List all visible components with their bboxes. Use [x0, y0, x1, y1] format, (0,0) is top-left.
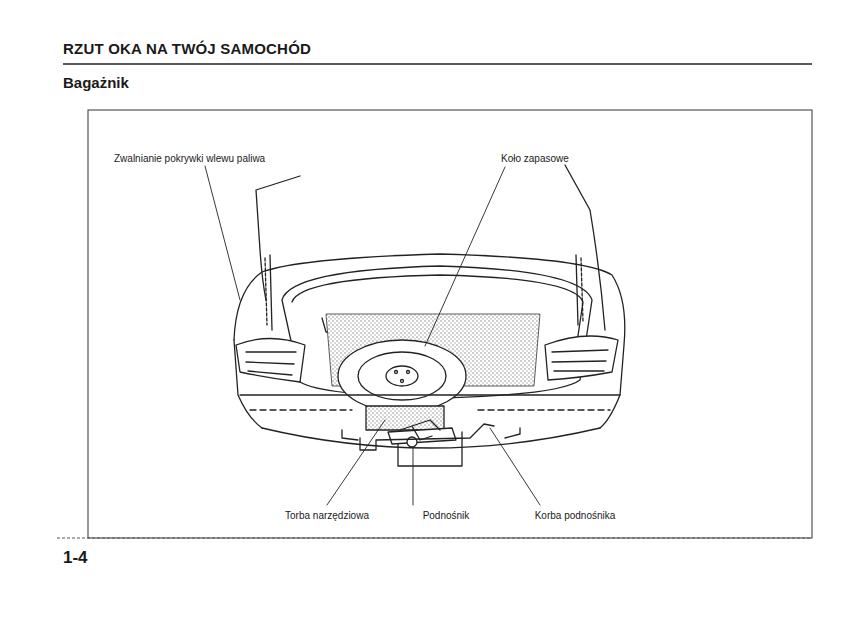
part-label: Zwalnianie pokrywki wlewu paliwa	[113, 153, 266, 164]
page-number: 1-4	[63, 548, 88, 568]
section-heading: Bagażnik	[63, 74, 129, 91]
page-heading: RZUT OKA NA TWÓJ SAMOCHÓD	[63, 40, 311, 57]
part-label: Korba podnośnika	[534, 510, 617, 521]
part-label: Koło zapasowe	[500, 153, 570, 164]
part-label: Podnośnik	[422, 510, 471, 521]
part-label: Torba narzędziowa	[284, 510, 370, 521]
